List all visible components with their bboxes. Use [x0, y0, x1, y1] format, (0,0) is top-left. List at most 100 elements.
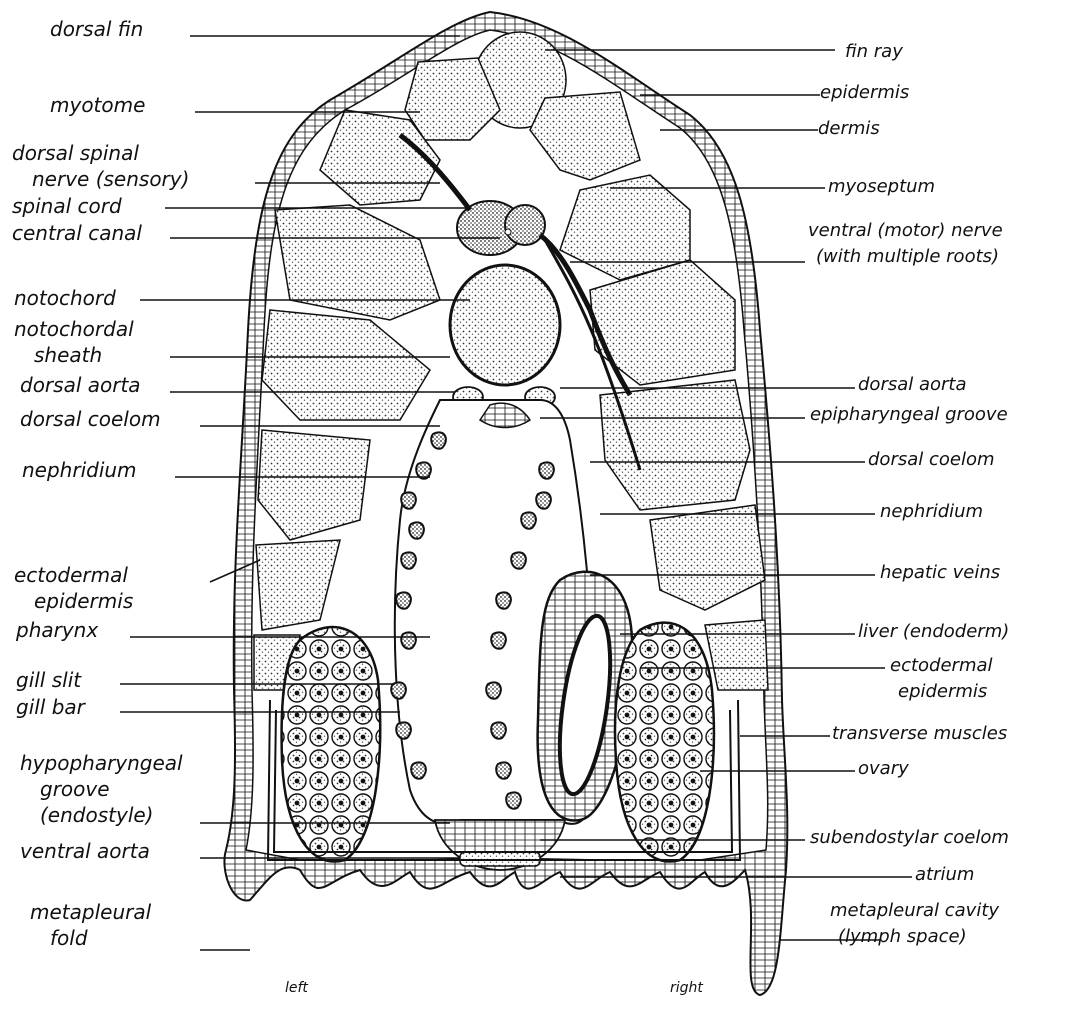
label-line: myoseptum: [828, 176, 935, 197]
label-metapleural-cavity: metapleural cavity (lymph space): [780, 900, 999, 947]
label-text: dorsal aorta: [20, 373, 141, 397]
label-line: metapleural cavity: [830, 900, 999, 921]
label-text: myotome: [50, 93, 145, 117]
label-text: transverse muscles: [832, 723, 1007, 744]
label-text: ventral (motor) nerve (with multiple root…: [808, 220, 1003, 267]
label-line: (endostyle): [40, 803, 153, 827]
label-line: epidermis: [898, 681, 987, 702]
label-text: myoseptum: [828, 176, 935, 197]
label-line: hepatic veins: [880, 562, 1000, 583]
side-label-right: right: [670, 980, 703, 996]
label-line: ventral (motor) nerve: [808, 220, 1003, 241]
label-line: pharynx: [15, 618, 98, 642]
label-line: fold: [50, 926, 88, 950]
label-line: liver (endoderm): [858, 621, 1009, 642]
label-text: dermis: [818, 118, 880, 139]
label-line: transverse muscles: [832, 723, 1007, 744]
gill-bar-section: [511, 552, 526, 568]
label-line: ventral aorta: [20, 839, 150, 863]
label-text: dorsal coelom: [868, 449, 995, 470]
gill-bar-section: [496, 762, 511, 778]
label-line: nerve (sensory): [32, 167, 189, 191]
gill-bar-section: [401, 552, 416, 568]
gill-bar-section: [391, 682, 406, 698]
label-line: (lymph space): [838, 926, 967, 947]
label-line: central canal: [12, 221, 142, 245]
gill-bar-section: [486, 682, 501, 698]
label-line: dorsal coelom: [868, 449, 995, 470]
label-line: epidermis: [820, 82, 909, 103]
gill-bar-section: [536, 492, 551, 508]
gill-bar-section: [491, 722, 506, 738]
label-text: pharynx: [15, 618, 98, 642]
label-text: notochord: [14, 286, 116, 310]
gill-bar-section: [396, 722, 411, 738]
label-line: groove: [40, 777, 110, 801]
gill-bar-section: [411, 762, 426, 778]
side-label-left: left: [285, 980, 308, 996]
label-line: ectodermal: [14, 563, 128, 587]
label-text: fin ray: [845, 41, 903, 62]
label-text: notochordalsheath: [14, 317, 134, 367]
label-text: hepatic veins: [880, 562, 1000, 583]
label-line: epipharyngeal groove: [810, 404, 1008, 425]
label-text: nephridium: [22, 458, 137, 482]
label-text: liver (endoderm): [858, 621, 1009, 642]
gill-bar-section: [496, 592, 511, 608]
label-text: spinal cord: [12, 194, 122, 218]
gill-bar-section: [401, 492, 416, 508]
label-line: nephridium: [22, 458, 137, 482]
label-line: ectodermal: [890, 655, 993, 676]
label-line: notochord: [14, 286, 116, 310]
label-text: atrium: [915, 864, 974, 885]
label-line: dorsal fin: [50, 17, 143, 41]
label-line: metapleural: [30, 900, 152, 924]
label-text: dorsal coelom: [20, 407, 161, 431]
label-ectodermal-epidermis-left: ectodermalepidermis: [14, 560, 260, 613]
label-text: subendostylar coelom: [810, 827, 1009, 848]
label-line: gill bar: [16, 695, 87, 719]
label-line: dermis: [818, 118, 880, 139]
label-line: hypopharyngeal: [20, 751, 183, 775]
gill-bar-section: [409, 522, 424, 538]
label-epidermis: epidermis: [640, 82, 909, 103]
gill-bar-section: [431, 432, 446, 448]
label-text: ventral aorta: [20, 839, 150, 863]
label-line: nephridium: [880, 501, 983, 522]
label-text: dorsal spinalnerve (sensory): [12, 141, 189, 191]
label-line: gill slit: [16, 668, 82, 692]
label-text: epipharyngeal groove: [810, 404, 1008, 425]
label-text: dorsal fin: [50, 17, 143, 41]
label-line: dorsal coelom: [20, 407, 161, 431]
label-text: gill bar: [16, 695, 87, 719]
label-line: sheath: [34, 343, 102, 367]
gill-bar-section: [396, 592, 411, 608]
label-text: gill slit: [16, 668, 82, 692]
notochord: [450, 265, 560, 385]
label-text: central canal: [12, 221, 142, 245]
label-line: epidermis: [34, 589, 133, 613]
label-text: ovary: [858, 758, 909, 779]
label-line: dorsal spinal: [12, 141, 139, 165]
label-line: dorsal aorta: [858, 374, 967, 395]
label-text: dorsal aorta: [858, 374, 967, 395]
gill-bar-section: [506, 792, 521, 808]
label-line: (with multiple roots): [816, 246, 999, 267]
label-line: fin ray: [845, 41, 903, 62]
label-line: atrium: [915, 864, 974, 885]
gill-bar-section: [491, 632, 506, 648]
label-text: nephridium: [880, 501, 983, 522]
label-line: subendostylar coelom: [810, 827, 1009, 848]
gill-bar-section: [401, 632, 416, 648]
label-text: hypopharyngealgroove(endostyle): [20, 751, 183, 827]
label-line: notochordal: [14, 317, 134, 341]
gill-bar-section: [521, 512, 536, 528]
label-dorsal-fin: dorsal fin: [50, 17, 460, 41]
label-line: ovary: [858, 758, 909, 779]
label-text: epidermis: [820, 82, 909, 103]
